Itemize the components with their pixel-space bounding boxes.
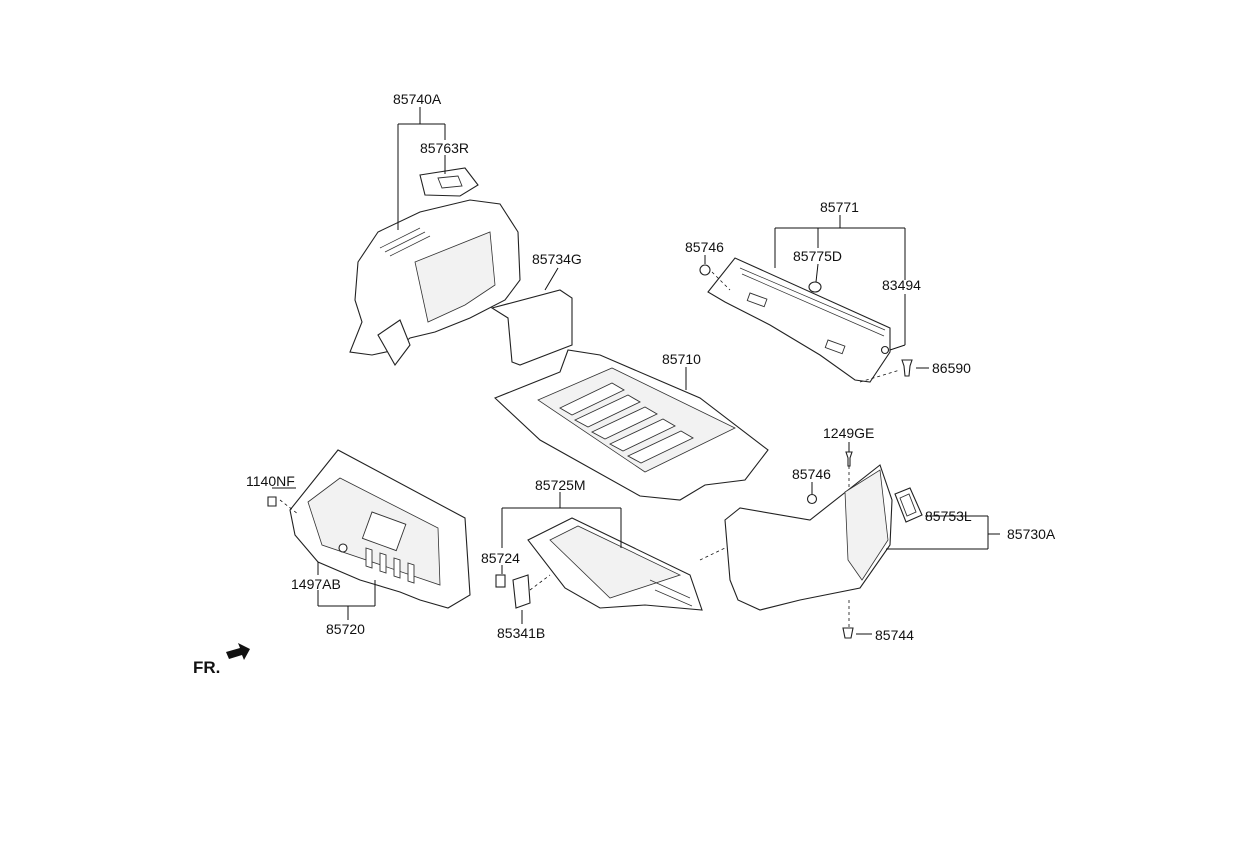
label-85724: 85724 [481, 550, 520, 566]
part-85341b-bracket [512, 574, 531, 609]
label-85720: 85720 [326, 621, 365, 637]
label-85710: 85710 [662, 351, 701, 367]
part-85775d-cap [808, 281, 822, 293]
label-85746-top: 85746 [685, 239, 724, 255]
part-85720-rear-panel [289, 449, 471, 609]
label-86590: 86590 [932, 360, 971, 376]
part-85730a-right-side-trim [724, 464, 893, 611]
label-1140nf: 1140NF [246, 473, 295, 489]
part-85744-clip [842, 627, 854, 639]
label-85753l: 85753L [925, 508, 972, 524]
label-85775d: 85775D [793, 248, 842, 264]
label-85746-right: 85746 [792, 466, 831, 482]
part-85753l-cover [894, 487, 923, 523]
part-85771-transverse-trim [707, 257, 891, 383]
part-85724-small-pad [495, 574, 506, 588]
part-85746-right-clip [806, 493, 818, 505]
front-arrow-icon [226, 643, 250, 660]
part-85740a-left-quarter-trim [349, 199, 521, 367]
front-direction-indicator: FR. [193, 643, 250, 677]
label-85734g: 85734G [532, 251, 582, 267]
part-85725m-center-tray [527, 517, 703, 611]
part-85763r-clip-panel [419, 167, 479, 197]
part-1140nf-bolt [267, 496, 277, 507]
label-83494: 83494 [882, 277, 921, 293]
front-direction-label: FR. [193, 658, 220, 677]
leader-lines [272, 107, 1000, 635]
label-1249ge: 1249GE [823, 425, 874, 441]
label-85725m: 85725M [535, 477, 586, 493]
label-85730a: 85730A [1007, 526, 1056, 542]
part-85746-top-clip [699, 264, 711, 276]
part-1249ge-bolt [845, 451, 853, 467]
label-85341b: 85341B [497, 625, 545, 641]
label-85763r: 85763R [420, 140, 469, 156]
label-85740a: 85740A [393, 91, 442, 107]
label-1497ab: 1497AB [291, 576, 341, 592]
part-85710-trunk-floor-mat [493, 349, 769, 501]
part-85734g-panel [490, 289, 573, 366]
part-86590-clip [901, 359, 913, 377]
dashed-guides [279, 271, 901, 628]
label-85771: 85771 [820, 199, 859, 215]
label-85744: 85744 [875, 627, 914, 643]
